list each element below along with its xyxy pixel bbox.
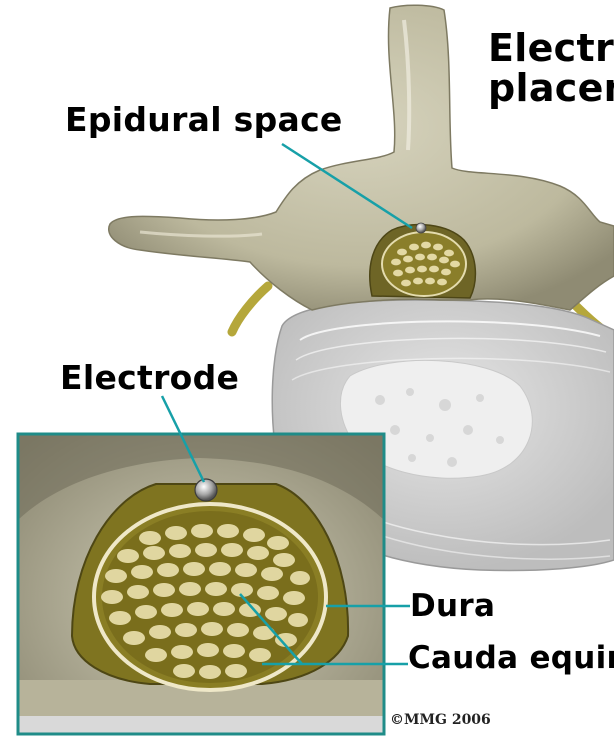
label-epidural-space: Epidural space [65, 100, 343, 139]
inset-zoom [18, 434, 384, 734]
label-electrode: Electrode [60, 358, 239, 397]
copyright-notice: ©MMG 2006 [390, 712, 491, 728]
label-dura: Dura [410, 588, 495, 624]
electrode-marker [195, 479, 217, 501]
label-cauda-equina: Cauda equin [408, 640, 614, 676]
title-line-1: Electr [488, 28, 614, 68]
title-line-2: placem [488, 68, 614, 108]
